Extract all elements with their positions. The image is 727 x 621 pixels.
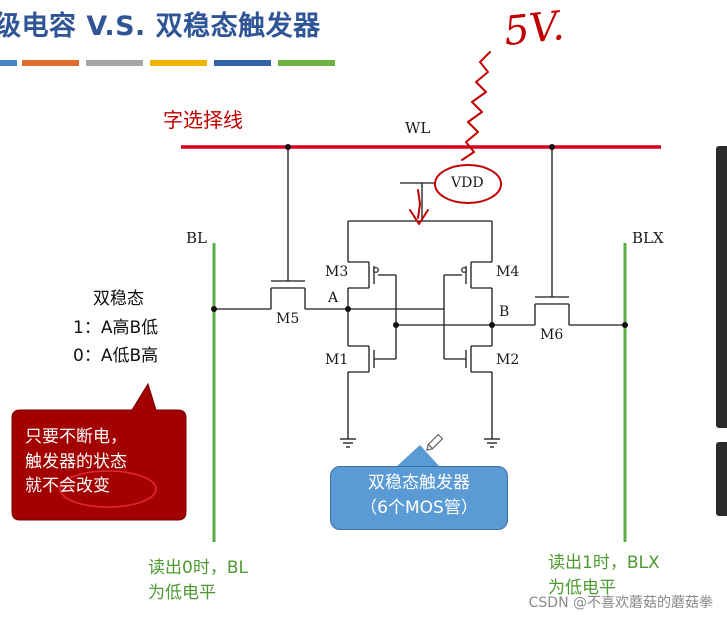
transistor-label-m1: M1 <box>325 352 349 368</box>
transistor-label-m3: M3 <box>325 264 349 280</box>
red-callout-line: 只要不断电， <box>25 427 127 447</box>
handwritten-arrow-head <box>409 209 429 225</box>
side-panel-edge <box>716 146 727 428</box>
red-callout-text: 只要不断电， 触发器的状态 就不会改变 <box>25 425 185 499</box>
wl-label: WL <box>405 119 431 137</box>
blx-label: BLX <box>632 229 664 247</box>
title-underline-segment <box>214 60 271 66</box>
pencil-icon <box>426 433 444 451</box>
vdd-label: VDD <box>451 175 484 191</box>
state-1: 1：A高B低 <box>73 318 159 338</box>
transistor-label-m2: M2 <box>496 352 520 368</box>
m3-pmos-bubble <box>373 267 379 273</box>
node-a-label: A <box>328 290 339 306</box>
red-callout-bubble <box>11 382 187 521</box>
handwritten-arrow-shaft <box>417 189 421 219</box>
red-underline-circle <box>59 470 157 508</box>
blue-callout-line1: 双稳态触发器 <box>368 473 470 493</box>
csdn-watermark: CSDN @不喜欢蘑菇的蘑菇拳 <box>528 595 713 611</box>
word-line-caption: 字选择线 <box>163 108 243 132</box>
title-underline-segment <box>278 60 335 66</box>
red-callout-line: 就不会改变 <box>25 476 110 497</box>
read-note-left-line1: 读出0时，BL <box>148 558 248 578</box>
slide-title: 级电容 V.S. 双稳态触发器 <box>0 11 321 42</box>
state-0: 0：A低B高 <box>73 346 159 366</box>
read-note-left: 读出0时，BL 为低电平 <box>148 556 248 605</box>
transistor-label-m6: M6 <box>540 327 564 343</box>
red-callout-line: 触发器的状态 <box>25 451 127 472</box>
m4-pmos-bubble <box>461 267 467 273</box>
title-underline-segment <box>86 60 143 66</box>
title-underline-segment <box>22 60 79 66</box>
title-underline-segment <box>0 60 17 66</box>
read-note-right-line1: 读出1时，BLX <box>548 553 660 573</box>
transistor-label-m5: M5 <box>276 311 300 327</box>
handwritten-5v: 5V. <box>501 2 567 56</box>
blue-callout: 双稳态触发器 （6个MOS管） <box>330 466 508 530</box>
read-note-left-line2: 为低电平 <box>148 582 216 603</box>
side-panel-edge-lower <box>716 442 727 516</box>
state-heading: 双稳态 <box>93 289 144 309</box>
read-note-right: 读出1时，BLX 为低电平 <box>548 551 660 600</box>
vdd-circle <box>434 164 502 204</box>
bl-label: BL <box>186 229 207 247</box>
read-note-right-line2: 为低电平 <box>548 577 616 598</box>
title-underline-segment <box>150 60 207 66</box>
blue-callout-line2: （6个MOS管） <box>360 497 478 518</box>
transistor-label-m4: M4 <box>496 264 520 280</box>
handwritten-squiggle <box>461 51 491 161</box>
node-b-label: B <box>499 304 510 320</box>
blue-callout-pointer <box>396 445 440 467</box>
